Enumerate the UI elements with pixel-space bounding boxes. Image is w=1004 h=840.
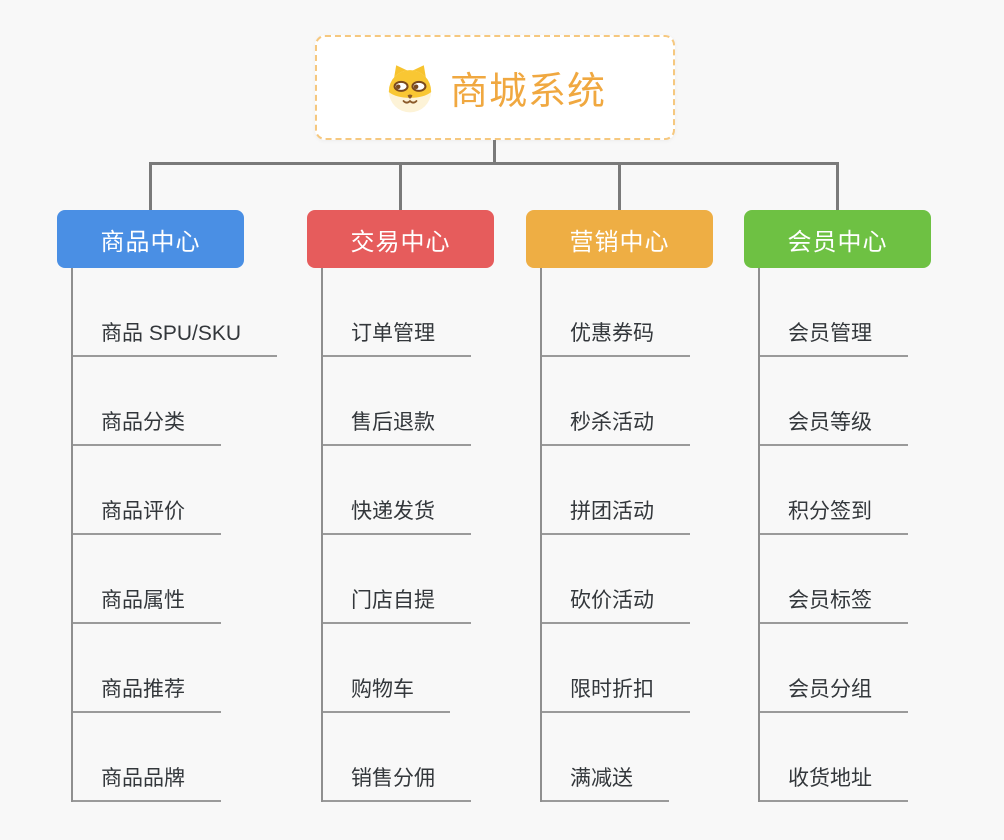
root-title: 商城系统 — [449, 71, 606, 113]
connector-line — [836, 162, 839, 210]
branch-column: 会员管理 会员等级 积分签到 会员标签 会员分组 收货地址 — [758, 268, 908, 802]
branch-item[interactable]: 会员管理 — [760, 317, 908, 357]
branch-column: 优惠券码 秒杀活动 拼团活动 砍价活动 限时折扣 满减送 — [540, 268, 690, 802]
branch-item[interactable]: 商品品牌 — [73, 762, 221, 802]
connector-line — [149, 162, 839, 165]
branch-item[interactable]: 秒杀活动 — [542, 406, 690, 446]
branch-item[interactable]: 优惠券码 — [542, 317, 690, 357]
connector-line — [493, 140, 496, 164]
branch-item[interactable]: 商品属性 — [73, 584, 221, 624]
branch-item[interactable]: 满减送 — [542, 762, 669, 802]
branch-item[interactable]: 订单管理 — [323, 317, 471, 357]
shiba-dog-face-icon — [384, 62, 436, 114]
branch-header-marketing-center[interactable]: 营销中心 — [526, 210, 713, 268]
branch-item[interactable]: 快递发货 — [323, 495, 471, 535]
connector-line — [399, 162, 402, 210]
branch-item[interactable]: 商品分类 — [73, 406, 221, 446]
branch-item[interactable]: 限时折扣 — [542, 673, 690, 713]
branch-item[interactable]: 会员分组 — [760, 673, 908, 713]
connector-line — [149, 162, 152, 210]
branch-item[interactable]: 积分签到 — [760, 495, 908, 535]
root-node[interactable]: 商城系统 — [315, 35, 675, 140]
branch-item[interactable]: 商品评价 — [73, 495, 221, 535]
branch-item[interactable]: 砍价活动 — [542, 584, 690, 624]
branch-item[interactable]: 门店自提 — [323, 584, 471, 624]
branch-item[interactable]: 销售分佣 — [323, 762, 471, 802]
branch-marketing-center: 营销中心 优惠券码 秒杀活动 拼团活动 砍价活动 限时折扣 满减送 — [526, 210, 713, 802]
branch-item[interactable]: 拼团活动 — [542, 495, 690, 535]
branch-column: 商品 SPU/SKU 商品分类 商品评价 商品属性 商品推荐 商品品牌 — [71, 268, 278, 802]
branch-item[interactable]: 会员标签 — [760, 584, 908, 624]
branch-item[interactable]: 会员等级 — [760, 406, 908, 446]
branch-column: 订单管理 售后退款 快递发货 门店自提 购物车 销售分佣 — [321, 268, 471, 802]
branch-item[interactable]: 商品推荐 — [73, 673, 221, 713]
branch-item[interactable]: 商品 SPU/SKU — [73, 317, 278, 357]
branch-item[interactable]: 售后退款 — [323, 406, 471, 446]
branch-item[interactable]: 购物车 — [323, 673, 450, 713]
branch-member-center: 会员中心 会员管理 会员等级 积分签到 会员标签 会员分组 收货地址 — [744, 210, 931, 802]
branch-header-product-center[interactable]: 商品中心 — [57, 210, 244, 268]
branch-trade-center: 交易中心 订单管理 售后退款 快递发货 门店自提 购物车 销售分佣 — [307, 210, 494, 802]
branch-item[interactable]: 收货地址 — [760, 762, 908, 802]
branch-header-member-center[interactable]: 会员中心 — [744, 210, 931, 268]
branch-header-trade-center[interactable]: 交易中心 — [307, 210, 494, 268]
branch-product-center: 商品中心 商品 SPU/SKU 商品分类 商品评价 商品属性 商品推荐 商品品牌 — [57, 210, 278, 802]
connector-line — [618, 162, 621, 210]
